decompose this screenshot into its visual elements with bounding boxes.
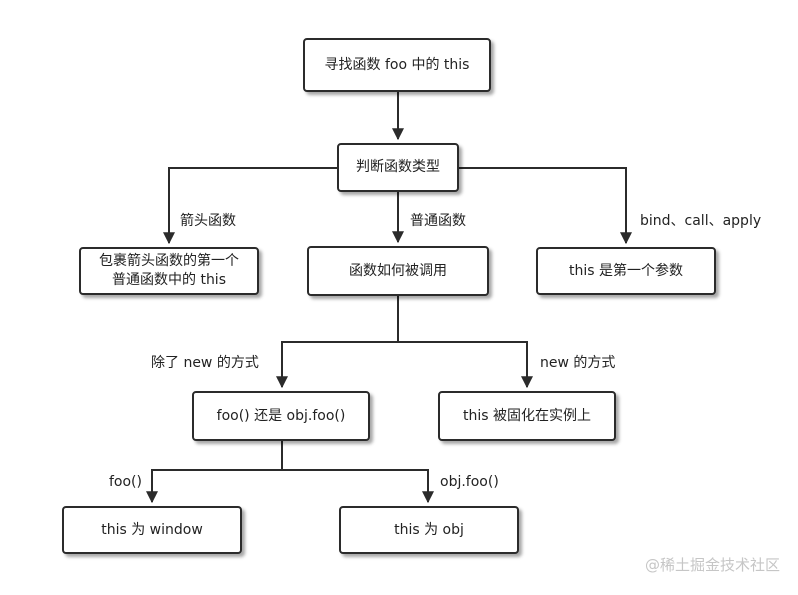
edge-label-foo-call: foo() bbox=[109, 474, 142, 490]
node-judge-type-text: 判断函数类型 bbox=[356, 159, 440, 175]
node-find-this: 寻找函数 foo 中的 this bbox=[303, 38, 491, 92]
node-find-this-text: 寻找函数 foo 中的 this bbox=[324, 56, 470, 73]
node-arrow-result-text: 包裹箭头函数的第一个 普通函数中的 this bbox=[99, 253, 239, 288]
node-judge-type: 判断函数类型 bbox=[337, 143, 459, 192]
node-how-called: 函数如何被调用 bbox=[307, 246, 489, 296]
edge-to-window bbox=[146, 469, 282, 504]
edge-label-not-new: 除了 new 的方式 bbox=[151, 355, 259, 371]
node-obj-result: this 为 obj bbox=[339, 506, 519, 554]
node-foo-or-obj: foo() 还是 obj.foo() bbox=[192, 391, 370, 441]
node-how-called-text: 函数如何被调用 bbox=[349, 262, 447, 279]
edge-label-obj-call: obj.foo() bbox=[440, 474, 499, 490]
node-bind-result-text: this 是第一个参数 bbox=[569, 262, 683, 279]
edge-label-new: new 的方式 bbox=[540, 355, 616, 371]
edge-judge-to-bind bbox=[459, 167, 632, 245]
edge-to-obj bbox=[282, 469, 434, 504]
node-arrow-result: 包裹箭头函数的第一个 普通函数中的 this bbox=[79, 247, 259, 295]
edge-label-bind: bind、call、apply bbox=[640, 213, 762, 229]
node-window-result-text: this 为 window bbox=[101, 521, 203, 538]
edge-how-to-foo-or-obj bbox=[276, 341, 398, 389]
node-new-result-text: this 被固化在实例上 bbox=[463, 407, 591, 424]
node-bind-result: this 是第一个参数 bbox=[536, 247, 716, 295]
watermark-text: @稀土掘金技术社区 bbox=[644, 556, 780, 574]
node-foo-or-obj-text: foo() 还是 obj.foo() bbox=[216, 407, 346, 424]
edge-label-arrow: 箭头函数 bbox=[180, 213, 236, 229]
edge-judge-to-arrow bbox=[163, 167, 337, 245]
edge-label-normal: 普通函数 bbox=[410, 213, 466, 229]
edge-how-to-new bbox=[398, 341, 533, 389]
node-obj-result-text: this 为 obj bbox=[394, 521, 464, 538]
node-window-result: this 为 window bbox=[62, 506, 242, 554]
node-new-result: this 被固化在实例上 bbox=[438, 391, 616, 441]
